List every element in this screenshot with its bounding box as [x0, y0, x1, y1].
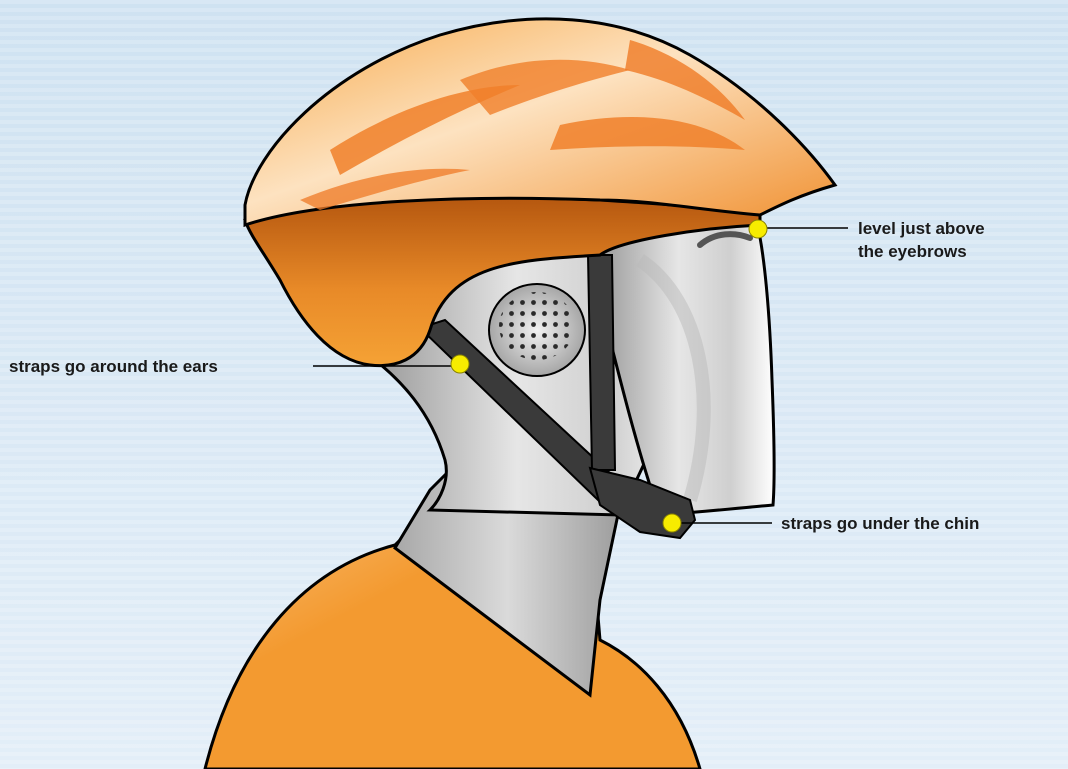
ears-marker — [451, 355, 469, 373]
callout-ears: straps go around the ears — [9, 355, 218, 378]
chin-marker — [663, 514, 681, 532]
callout-eyebrows-line2: the eyebrows — [858, 240, 985, 263]
front-strap — [588, 255, 615, 470]
callout-chin: straps go under the chin — [781, 512, 979, 535]
eyebrows-marker — [749, 220, 767, 238]
callout-eyebrows: level just above the eyebrows — [858, 217, 985, 263]
callout-eyebrows-line1: level just above — [858, 217, 985, 240]
